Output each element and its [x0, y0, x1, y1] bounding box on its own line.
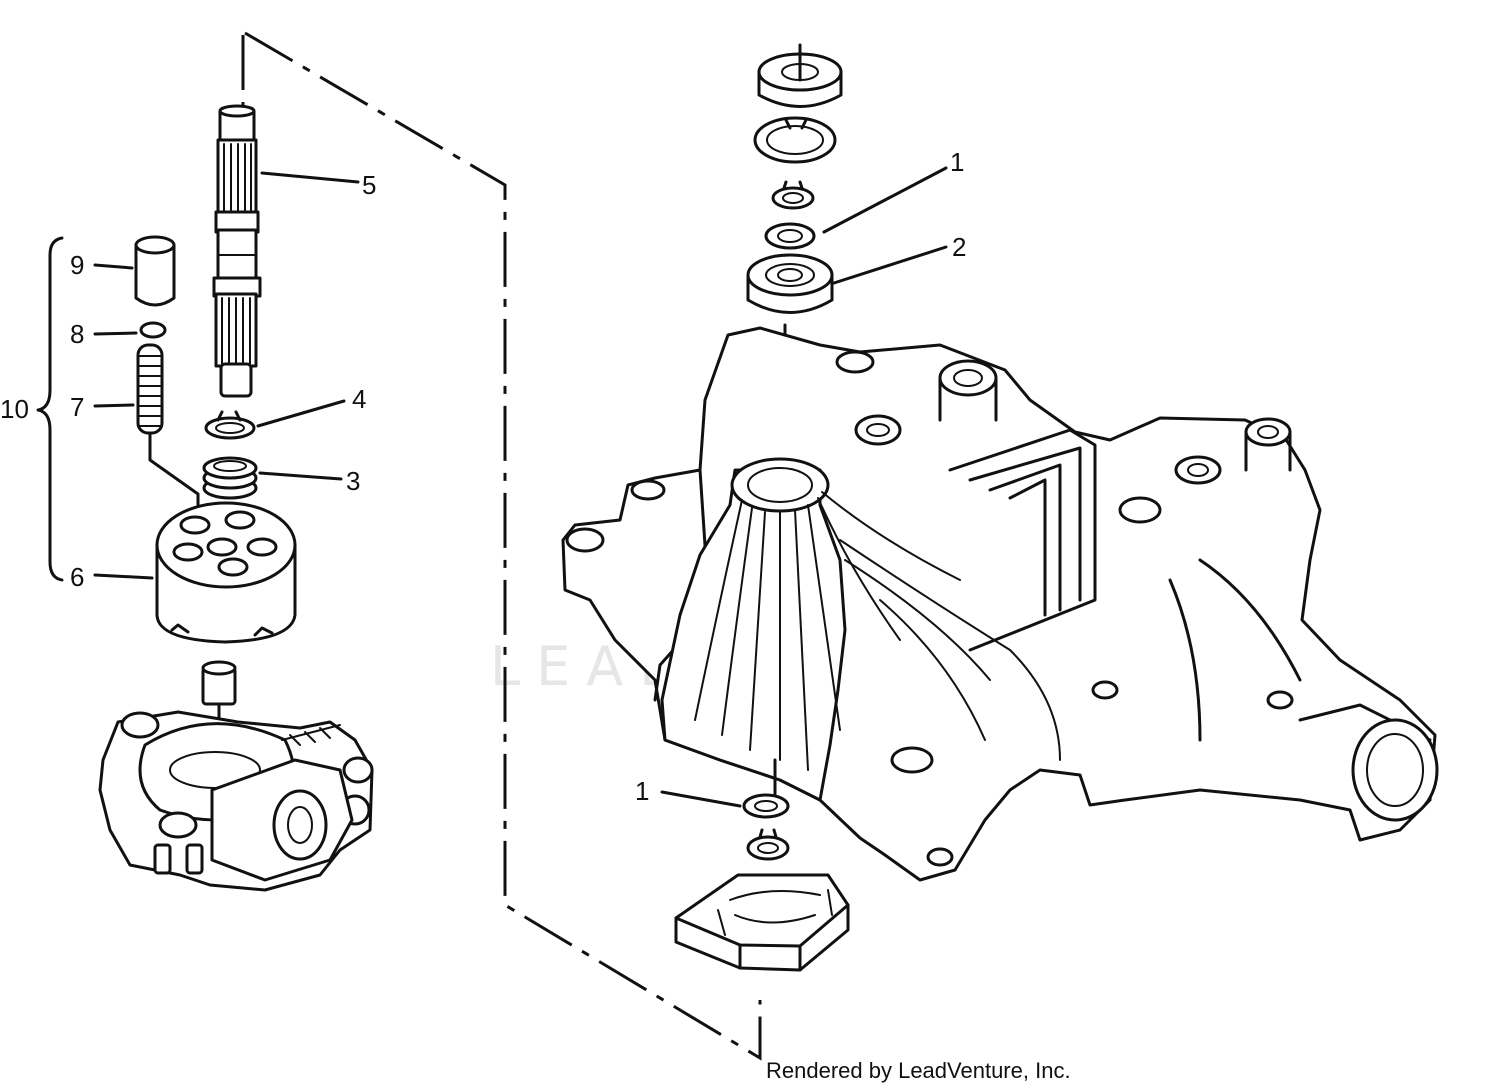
leader-lines-left: [93, 171, 360, 580]
connection-line: [241, 31, 762, 1061]
callout-7: 7: [70, 392, 84, 422]
part-motor-housing: [98, 710, 374, 892]
part-washer-1: [764, 222, 816, 250]
part-snap-ring-4: [204, 410, 256, 440]
group-brace-10: [36, 236, 64, 582]
part-retaining-ring-top: [753, 116, 837, 164]
part-transaxle-housing: [561, 326, 1439, 882]
callout-6: 6: [70, 562, 84, 592]
part-block-plate: [674, 873, 850, 972]
part-washer-1-lower: [742, 793, 790, 819]
callout-labels: 1 2 1 5 4 3 9 8 7 6 10: [0, 147, 966, 806]
callout-5: 5: [362, 170, 376, 200]
part-bushing: [201, 660, 237, 706]
part-seal-top: [757, 43, 843, 108]
callout-10: 10: [0, 394, 29, 424]
part-piston-9: [134, 235, 176, 307]
leader-lines-right: [660, 166, 948, 808]
callout-4: 4: [352, 384, 366, 414]
part-cylinder-block-6: [155, 501, 297, 644]
part-motor-shaft: [212, 104, 262, 398]
part-spring-7: [136, 343, 164, 435]
callout-2: 2: [952, 232, 966, 262]
part-bearing-2: [746, 253, 834, 314]
callout-3: 3: [346, 466, 360, 496]
part-spring-3: [202, 456, 258, 500]
part-snap-ring-lower: [746, 828, 790, 861]
callout-1-bottom: 1: [635, 776, 649, 806]
part-snap-ring-small: [771, 180, 815, 210]
callout-8: 8: [70, 319, 84, 349]
callout-1-top: 1: [950, 147, 964, 177]
render-credit: Rendered by LeadVenture, Inc.: [766, 1058, 1071, 1083]
part-ring-8: [139, 321, 167, 339]
callout-9: 9: [70, 250, 84, 280]
